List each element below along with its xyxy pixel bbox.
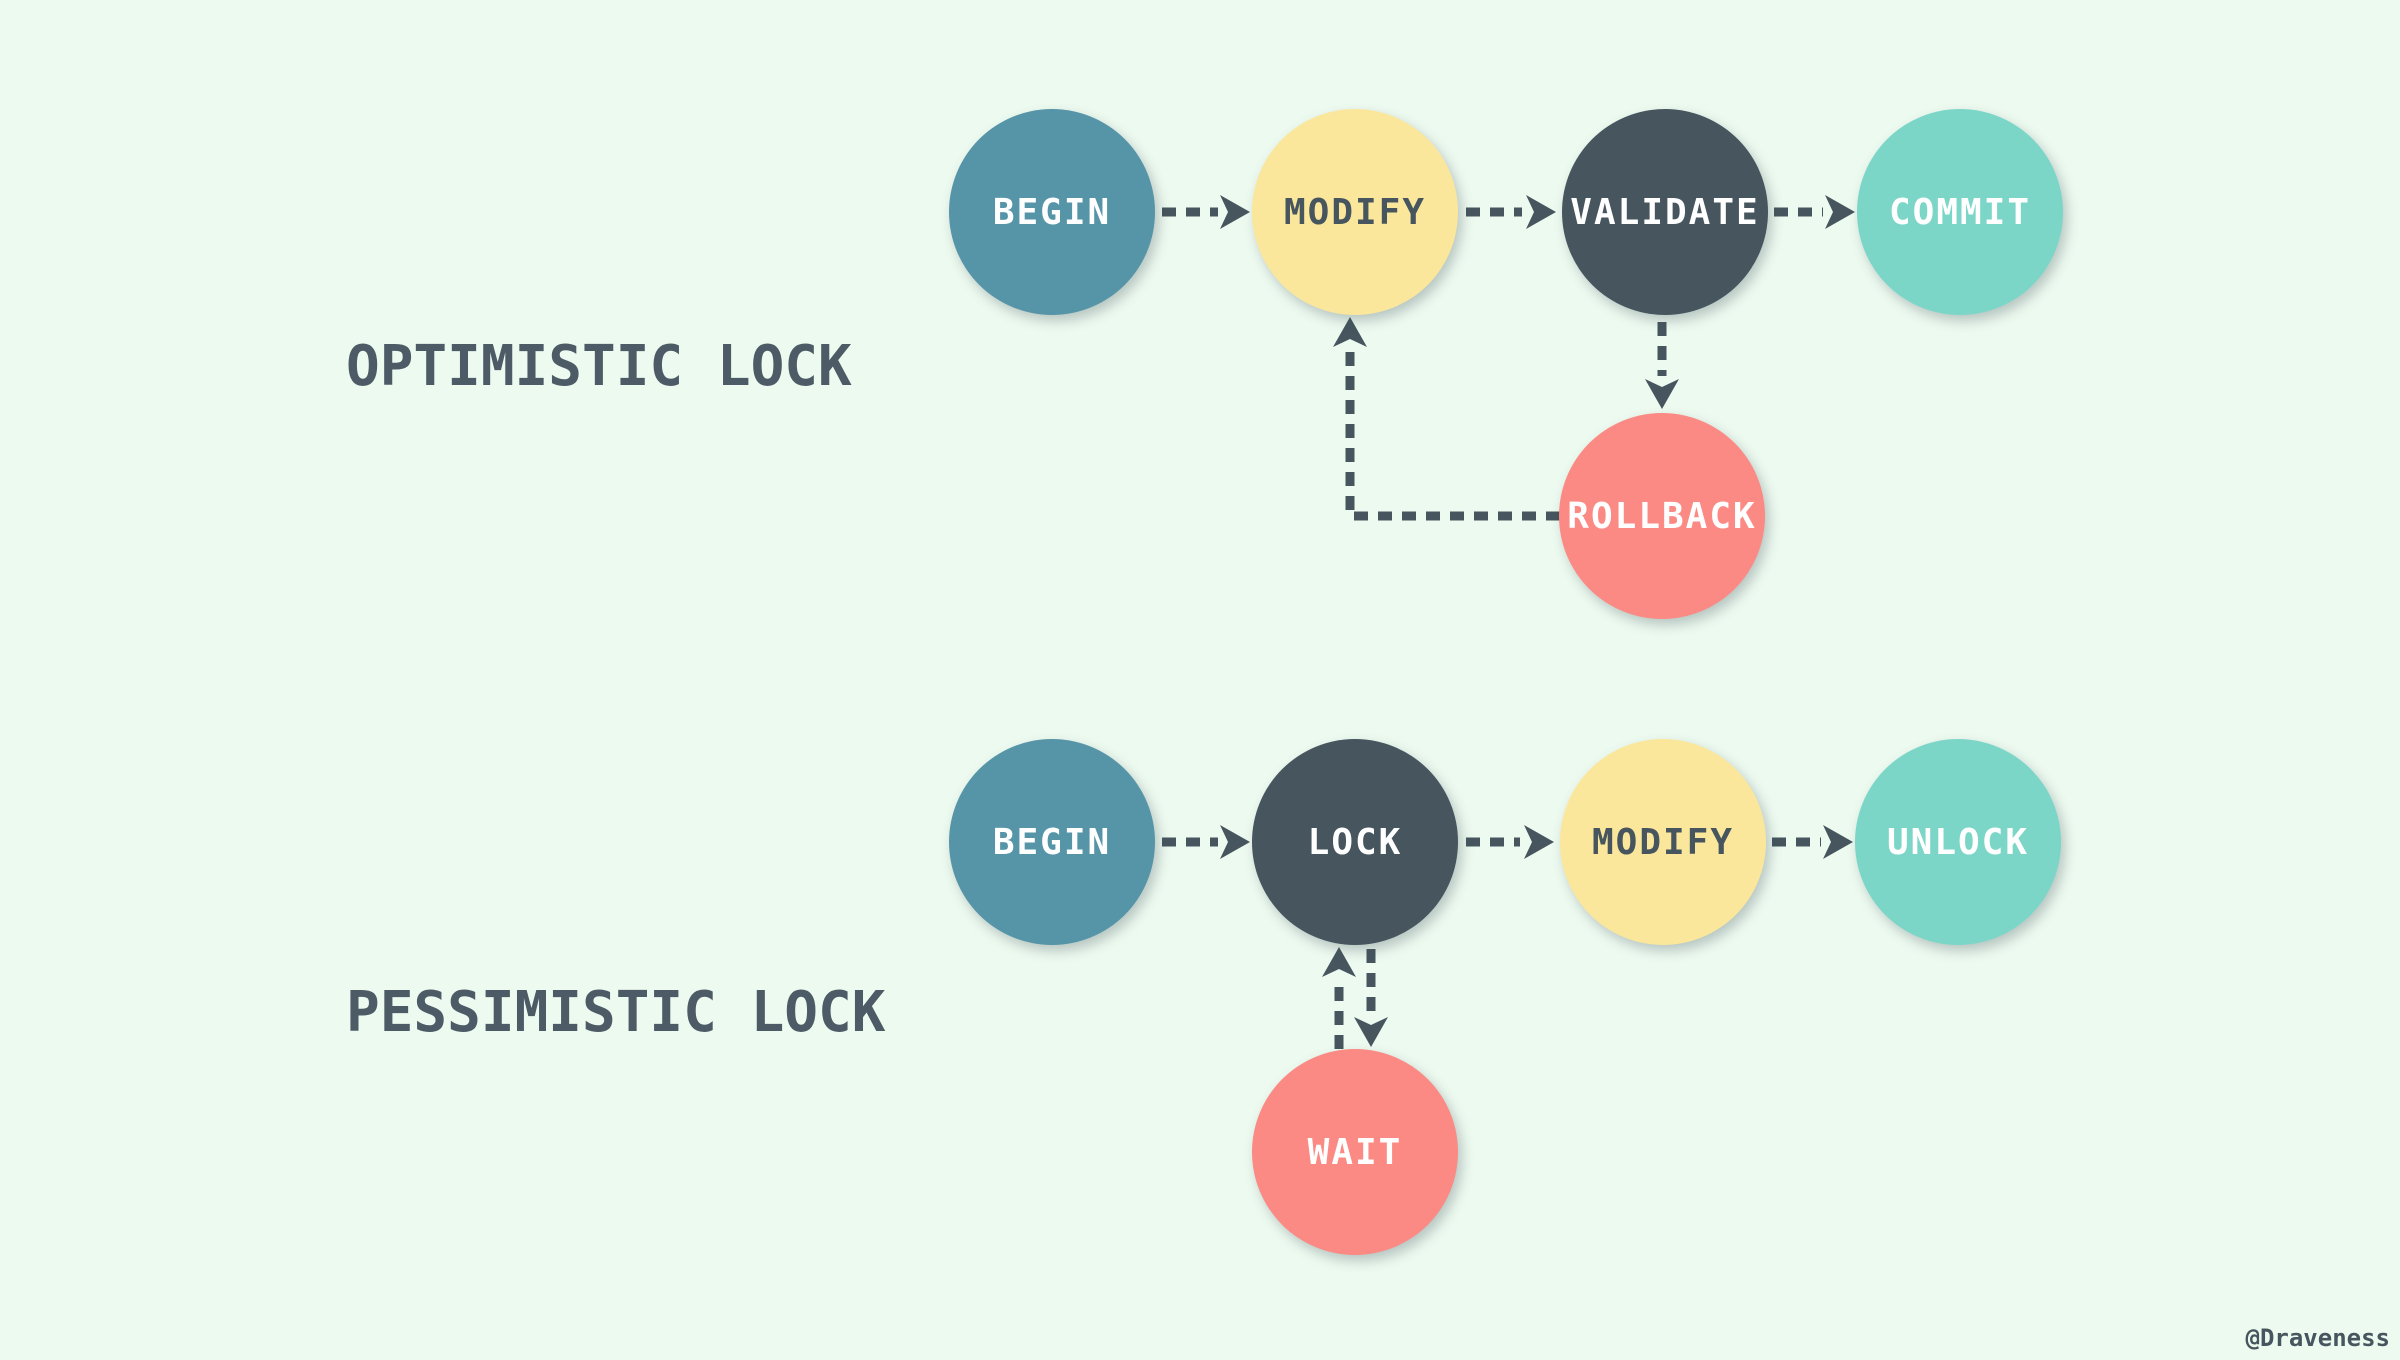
- edge-modify-to-unlock-pessimistic: [1772, 825, 1853, 859]
- edge-validate-to-rollback-optimistic: [1645, 322, 1679, 409]
- node-commit-optimistic: COMMIT: [1857, 109, 2063, 315]
- node-wait-pessimistic: WAIT: [1252, 1049, 1458, 1255]
- node-begin-optimistic: BEGIN: [949, 109, 1155, 315]
- optimistic-lock-title: OPTIMISTIC LOCK: [346, 334, 852, 399]
- edge-modify-to-validate-optimistic: [1466, 195, 1556, 229]
- node-lock-pessimistic: LOCK: [1252, 739, 1458, 945]
- watermark-credit: @Draveness: [2245, 1324, 2391, 1352]
- node-validate-optimistic: VALIDATE: [1562, 109, 1768, 315]
- edge-lock-to-modify-pessimistic: [1466, 825, 1554, 859]
- edge-lock-to-wait-pessimistic: [1354, 949, 1388, 1047]
- node-modify-optimistic: MODIFY: [1252, 109, 1458, 315]
- pessimistic-lock-title: PESSIMISTIC LOCK: [346, 980, 886, 1045]
- node-modify-pessimistic: MODIFY: [1560, 739, 1766, 945]
- edge-begin-to-modify-optimistic: [1162, 195, 1250, 229]
- node-begin-pessimistic: BEGIN: [949, 739, 1155, 945]
- edge-wait-to-lock-pessimistic: [1322, 947, 1356, 1049]
- edge-begin-to-lock-pessimistic: [1162, 825, 1250, 859]
- edge-validate-to-commit-optimistic: [1774, 195, 1855, 229]
- node-rollback-optimistic: ROLLBACK: [1559, 413, 1765, 619]
- node-unlock-pessimistic: UNLOCK: [1855, 739, 2061, 945]
- edge-rollback-to-modify-optimistic: [1333, 317, 1560, 521]
